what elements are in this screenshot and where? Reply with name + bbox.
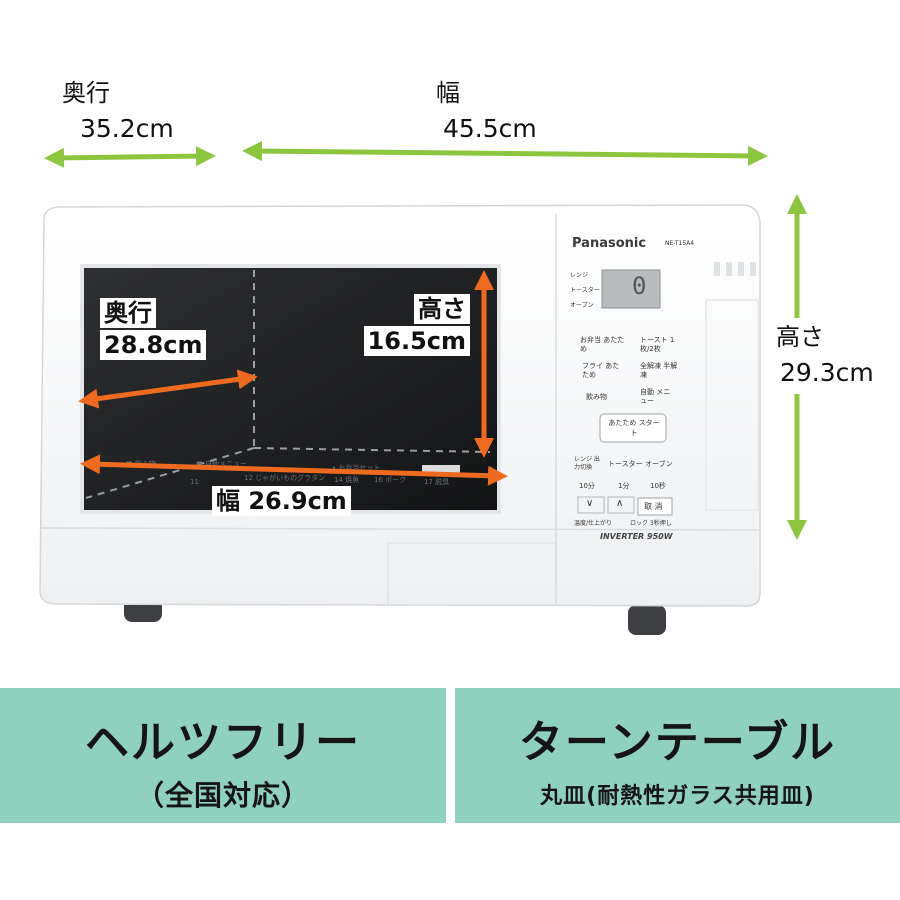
btn-1min[interactable]: 1分 [618,482,630,490]
btn-oven[interactable]: オーブン [645,460,673,468]
model-number: NE-T15A4 [665,240,695,247]
feature-turntable-title: ターンテーブル [518,717,837,768]
btn-down[interactable]: ∨ [586,498,594,509]
mode-label-toaster: トースター [570,287,600,294]
outer-height-label: 高さ [776,323,824,351]
inner-width-label-box: 幅 26.9cm [212,486,351,516]
outer-depth-label: 奥行 [62,79,110,107]
feature-turntable-subtitle: 丸皿(耐熱性ガラス共用皿) [540,784,815,809]
feature-hertz-free-title: ヘルツフリー [85,717,361,768]
btn-fry[interactable]: フライ あたため [582,362,620,379]
svg-text:12 じゃがいものグラタン: 12 じゃがいものグラタン [244,473,325,482]
svg-text:17 脱臭: 17 脱臭 [424,477,449,486]
inner-height-value: 16.5cm [363,326,470,356]
outer-depth-value: 35.2cm [80,114,174,143]
btn-10min[interactable]: 10分 [579,482,595,490]
display-readout: 0 [632,272,647,300]
feature-hertz-free: ヘルツフリー （全国対応） [0,688,446,823]
feature-turntable: ターンテーブル 丸皿(耐熱性ガラス共用皿) [455,688,900,823]
btn-range-output[interactable]: レンジ 出力切換 [574,456,600,471]
mode-label-range: レンジ [570,272,589,279]
feature-hertz-free-subtitle: （全国対応） [135,779,310,812]
svg-text:11: 11 [190,478,199,486]
btn-toaster[interactable]: トースター [608,460,643,468]
btn-defrost[interactable]: 全解凍 半解凍 [640,362,678,379]
inner-height-label-box: 高さ 16.5cm [352,294,470,356]
inner-depth-label: 奥行 [100,298,156,328]
btn-auto-menu[interactable]: 自動 メニュー [640,388,671,405]
outer-width-value: 45.5cm [443,114,537,143]
brand-logo: Panasonic [572,236,647,251]
btn-drink[interactable]: 飲み物 [586,393,607,401]
btn-start[interactable]: あたため スタート [608,419,660,437]
svg-text:14 焼魚: 14 焼魚 [334,475,359,484]
btn-10sec[interactable]: 10秒 [650,482,666,490]
inner-height-label: 高さ [414,294,470,324]
btn-bento[interactable]: お弁当 あたため [580,336,625,353]
outer-depth-arrow [44,146,216,168]
inner-width-arrow [80,454,508,486]
inverter-badge: INVERTER 950W [600,532,673,541]
inner-depth-label-box: 奥行 28.8cm [100,298,207,360]
svg-text:16 ポーク: 16 ポーク [374,476,406,484]
outer-width-label: 幅 [436,79,460,107]
btn-up[interactable]: ∧ [616,498,624,509]
outer-width-arrow [242,141,768,166]
label-lock: ロック 3秒押し [630,520,672,527]
inner-width-value: 26.9cm [248,487,347,515]
outer-height-value: 29.3cm [780,358,874,387]
btn-toast[interactable]: トースト 1枚/2枚 [640,336,675,353]
inner-width-label: 幅 [216,487,240,515]
btn-cancel[interactable]: 取 消 [644,502,663,511]
mode-label-oven: オーブン [570,302,594,309]
label-temp-finish: 温度/仕上がり [574,520,613,527]
inner-depth-value: 28.8cm [100,330,207,360]
inner-depth-arrow [78,369,258,409]
